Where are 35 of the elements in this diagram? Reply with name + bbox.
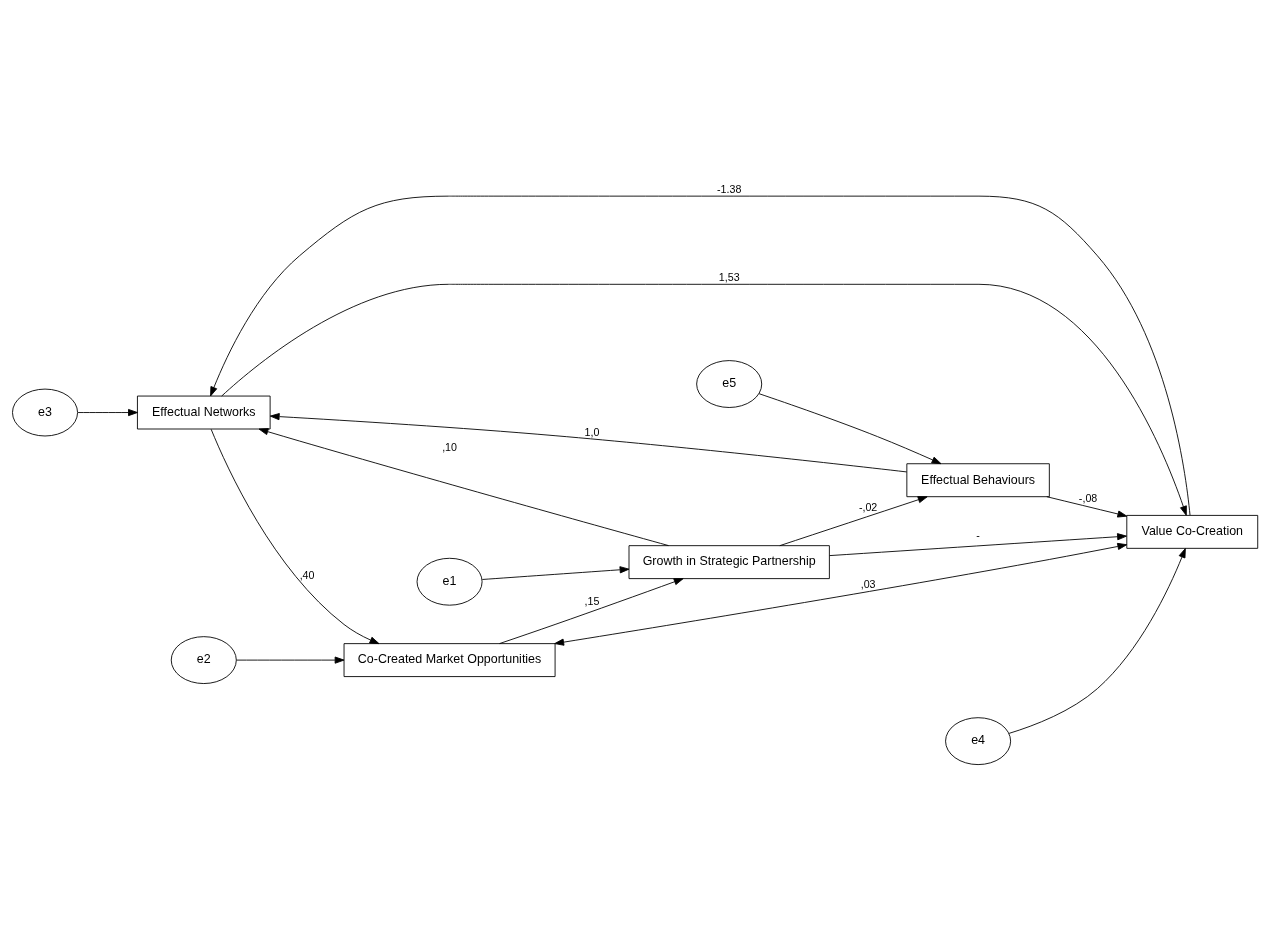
- edge-label: -1.38: [717, 183, 742, 196]
- arrow: [554, 542, 1128, 646]
- arrow: [210, 428, 380, 645]
- node-ellipse: e2: [170, 636, 237, 684]
- edge-label: ,40: [299, 568, 315, 581]
- arrow: [210, 195, 1191, 516]
- arrow: [829, 533, 1127, 557]
- node-box: Co-Created Market Opportunities: [343, 643, 556, 678]
- node-box: Value Co-Creation: [1126, 514, 1259, 549]
- node-box: Effectual Behaviours: [906, 463, 1050, 498]
- arrow: [269, 413, 908, 473]
- edge-label: ,10: [442, 441, 457, 454]
- edge-label: -,02: [858, 501, 878, 514]
- node-ellipse: e3: [12, 388, 78, 437]
- arrow: [236, 656, 345, 664]
- node-ellipse: e4: [945, 717, 1012, 766]
- arrow: [779, 496, 928, 547]
- arrow: [481, 566, 630, 580]
- edge-label: -,08: [1078, 492, 1098, 505]
- arrow: [221, 283, 1187, 516]
- edge-label: 1,0: [584, 426, 600, 439]
- arrow: [1008, 548, 1186, 734]
- edge-label: 1,53: [718, 271, 740, 284]
- node-box: Growth in Strategic Partnership: [628, 545, 830, 580]
- edge-label: ,15: [584, 595, 600, 608]
- arrow: [77, 408, 138, 417]
- edge-label: ,03: [860, 577, 876, 590]
- edge-label: -: [976, 528, 980, 541]
- arrow: [258, 428, 669, 547]
- arrow: [758, 393, 942, 465]
- node-ellipse: e5: [696, 360, 763, 408]
- arrow: [499, 578, 684, 645]
- node-ellipse: e1: [416, 557, 483, 606]
- arrow: [1046, 496, 1128, 518]
- node-box: Effectual Networks: [137, 395, 271, 430]
